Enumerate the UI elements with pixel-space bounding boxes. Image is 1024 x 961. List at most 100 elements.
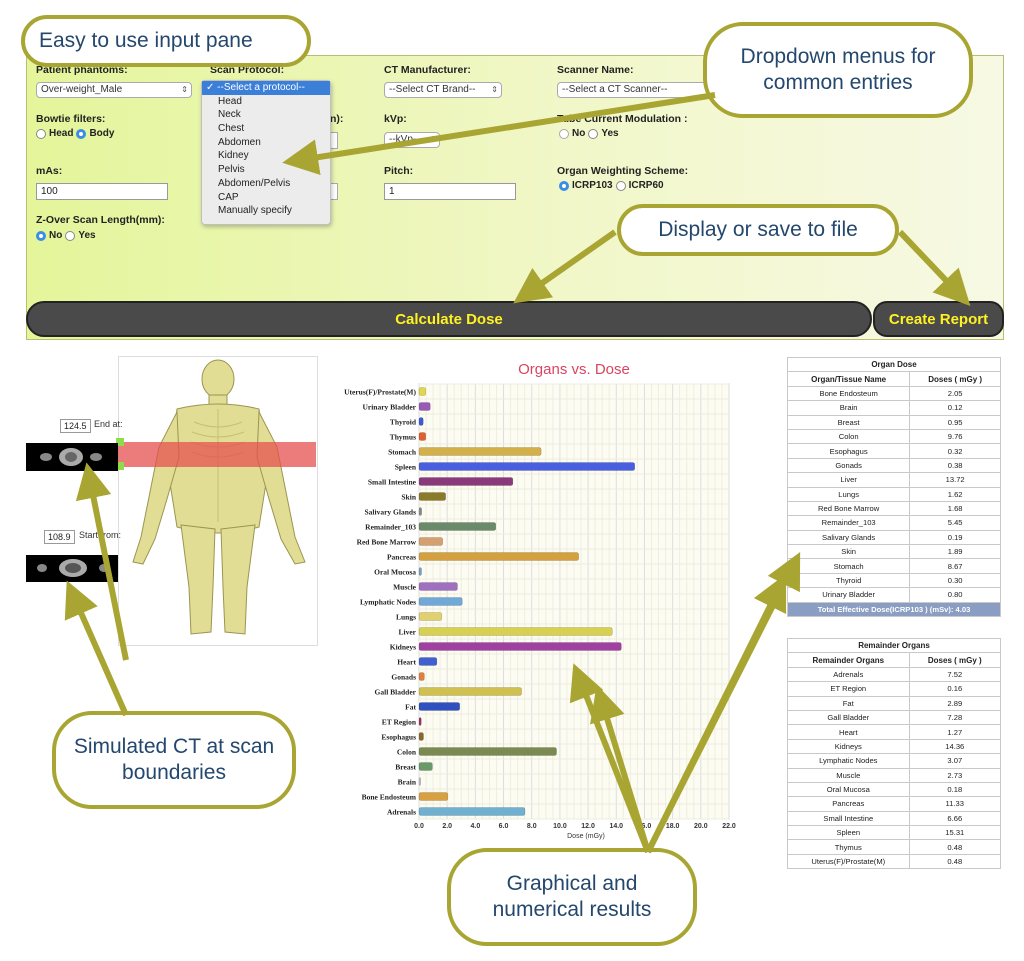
overscan-no-radio[interactable] [36, 230, 46, 241]
bowtie-body-radio[interactable] [76, 128, 87, 139]
scan-range-band[interactable] [118, 442, 316, 467]
category-label: Gall Bladder [375, 688, 417, 697]
bowtie-body-label: Body [89, 128, 115, 139]
category-label: ET Region [382, 718, 417, 727]
protocol-option[interactable]: Abdomen [218, 136, 261, 148]
category-label: Thyroid [390, 418, 417, 427]
mas-input[interactable]: 100 [36, 183, 168, 200]
calculate-dose-button[interactable]: Calculate Dose [26, 301, 872, 337]
dose-value-cell: 0.18 [908, 781, 1002, 798]
icrp103-label: ICRP103 [572, 180, 613, 191]
protocol-option[interactable]: Neck [218, 109, 241, 121]
end-at-value[interactable]: 124.5 [60, 419, 91, 433]
organ-name-cell: Breast [786, 414, 911, 430]
kvp-value: --kVp-- [389, 134, 420, 145]
start-from-value[interactable]: 108.9 [44, 530, 75, 544]
ct-manufacturer-select[interactable]: --Select CT Brand--⇕ [384, 82, 502, 98]
kvp-select[interactable]: --kVp--⇕ [384, 132, 440, 148]
icrp60-radio[interactable] [615, 180, 626, 191]
protocol-option[interactable]: Kidney [218, 150, 249, 162]
category-label: Liver [399, 628, 417, 637]
dose-value-cell: 0.38 [909, 457, 1001, 474]
overscan-radio-group: No Yes [36, 230, 96, 241]
total-effective-dose: Total Effective Dose(ICRP103 ) (mSv): 4.… [787, 601, 1001, 618]
dose-value-cell: 1.27 [908, 724, 1002, 740]
organ-name-cell: Bone Endosteum [786, 385, 911, 402]
tcm-no-radio[interactable] [559, 128, 569, 139]
x-tick-label: 10.0 [553, 823, 567, 830]
select-arrows-icon: ⇕ [491, 85, 498, 94]
scanner-name-value: --Select a CT Scanner-- [562, 84, 668, 95]
protocol-option[interactable]: ✓ --Select a protocol-- [202, 81, 330, 95]
select-arrows-icon: ⇕ [181, 85, 188, 94]
mas-label: mAs: [36, 165, 63, 177]
category-label: Salivary Glands [365, 508, 417, 517]
dose-value-cell: 0.30 [909, 572, 1001, 589]
pitch-input[interactable]: 1 [384, 183, 516, 200]
organ-name-cell: Stomach [786, 558, 911, 574]
create-report-button[interactable]: Create Report [873, 301, 1004, 337]
category-label: Brain [398, 778, 417, 787]
bowtie-radio-group: Head Body [36, 128, 114, 139]
dose-value-cell: 15.31 [908, 825, 1002, 841]
tcm-yes-label: Yes [601, 128, 619, 139]
scanner-name-select[interactable]: --Select a CT Scanner--⇕ [557, 82, 717, 98]
callout-results: Graphical and numerical results [447, 848, 697, 946]
remainder-title: Remainder Organs [787, 637, 1001, 654]
icrp103-radio[interactable] [559, 180, 569, 191]
organ-name-cell: Salivary Glands [786, 529, 911, 546]
remainder-col2: Doses ( mGy ) [908, 652, 1002, 668]
weighting-radio-group: ICRP103 ICRP60 [559, 180, 664, 191]
bar [418, 777, 421, 786]
protocol-option[interactable]: Pelvis [218, 164, 245, 176]
protocol-option[interactable]: Abdomen/Pelvis [218, 177, 291, 189]
overscan-label: Z-Over Scan Length(mm): [36, 214, 165, 226]
scan-end-handle[interactable] [116, 438, 124, 446]
scan-start-handle[interactable] [116, 462, 124, 470]
patient-phantoms-select[interactable]: Over-weight_Male⇕ [36, 82, 192, 98]
tcm-radio-group: No Yes [559, 128, 619, 139]
overscan-yes-radio[interactable] [65, 230, 76, 241]
category-label: Pancreas [387, 553, 416, 562]
bar [418, 687, 522, 696]
bar [418, 747, 557, 756]
organ-name-cell: Uterus(F)/Prostate(M) [787, 853, 910, 870]
protocol-option[interactable]: Chest [218, 123, 245, 135]
category-label: Lungs [396, 613, 416, 622]
bar [418, 477, 514, 486]
category-label: Colon [397, 748, 417, 757]
bar [418, 462, 635, 471]
organ-name-cell: Oral Mucosa [787, 781, 910, 798]
category-label: Fat [405, 703, 416, 712]
tcm-yes-radio[interactable] [588, 128, 599, 139]
bar [418, 492, 446, 501]
bar [418, 447, 542, 456]
protocol-option[interactable]: Head [218, 95, 242, 107]
x-tick-label: 12.0 [581, 823, 595, 830]
category-label: Remainder_103 [365, 523, 416, 532]
organ-name-cell: Adrenals [787, 666, 910, 683]
bar [418, 582, 458, 591]
organ-name-cell: Thymus [787, 839, 910, 855]
protocol-option[interactable]: Manually specify [218, 205, 292, 217]
bar [418, 537, 443, 546]
ct-slice-end-image [40, 448, 102, 466]
protocol-option[interactable]: CAP [218, 191, 239, 203]
scan-protocol-dropdown[interactable]: ✓ --Select a protocol-- Head Neck Chest … [201, 80, 331, 225]
bowtie-head-radio[interactable] [36, 128, 46, 139]
category-label: Muscle [393, 583, 417, 592]
